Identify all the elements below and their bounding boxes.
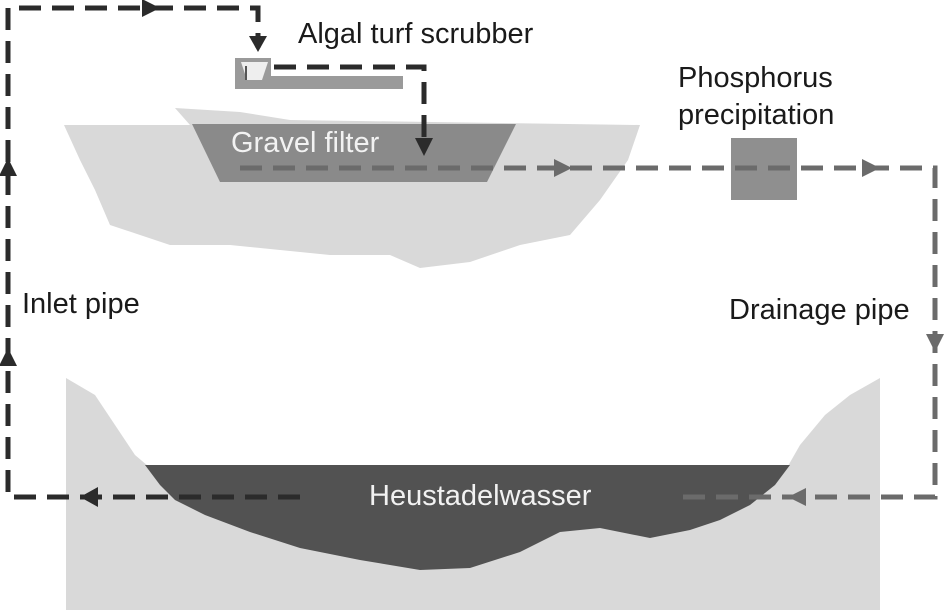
heustadelwasser-water: [145, 465, 790, 570]
inlet-arrow-up-lower: [0, 348, 17, 366]
inlet-arrow-down-scrubber: [249, 36, 267, 52]
drainage-arrow-right-2: [862, 159, 880, 177]
drainage-pipe-line: [240, 165, 938, 500]
inlet-pipe-line: [5, 5, 300, 500]
drainage-arrow-down: [926, 334, 944, 352]
algal-turf-scrubber-label: Algal turf scrubber: [298, 18, 534, 50]
phosphorus-label-line2: precipitation: [678, 99, 834, 131]
scrubber-arrow-down: [415, 138, 433, 156]
inlet-arrow-left: [80, 487, 98, 507]
inlet-pipe-label: Inlet pipe: [22, 288, 140, 320]
heustadelwasser-label: Heustadelwasser: [369, 480, 592, 512]
drainage-pipe-label: Drainage pipe: [729, 294, 910, 326]
inlet-arrow-up-upper: [0, 158, 17, 176]
gravel-filter-label: Gravel filter: [231, 127, 380, 159]
algal-turf-scrubber-device: [235, 58, 403, 89]
phosphorus-label-line1: Phosphorus: [678, 62, 833, 94]
drainage-arrow-left: [788, 488, 806, 506]
drainage-arrow-right-1: [554, 159, 572, 177]
scrubber-outflow-line: [274, 64, 427, 150]
inlet-arrow-right-top: [142, 0, 160, 17]
